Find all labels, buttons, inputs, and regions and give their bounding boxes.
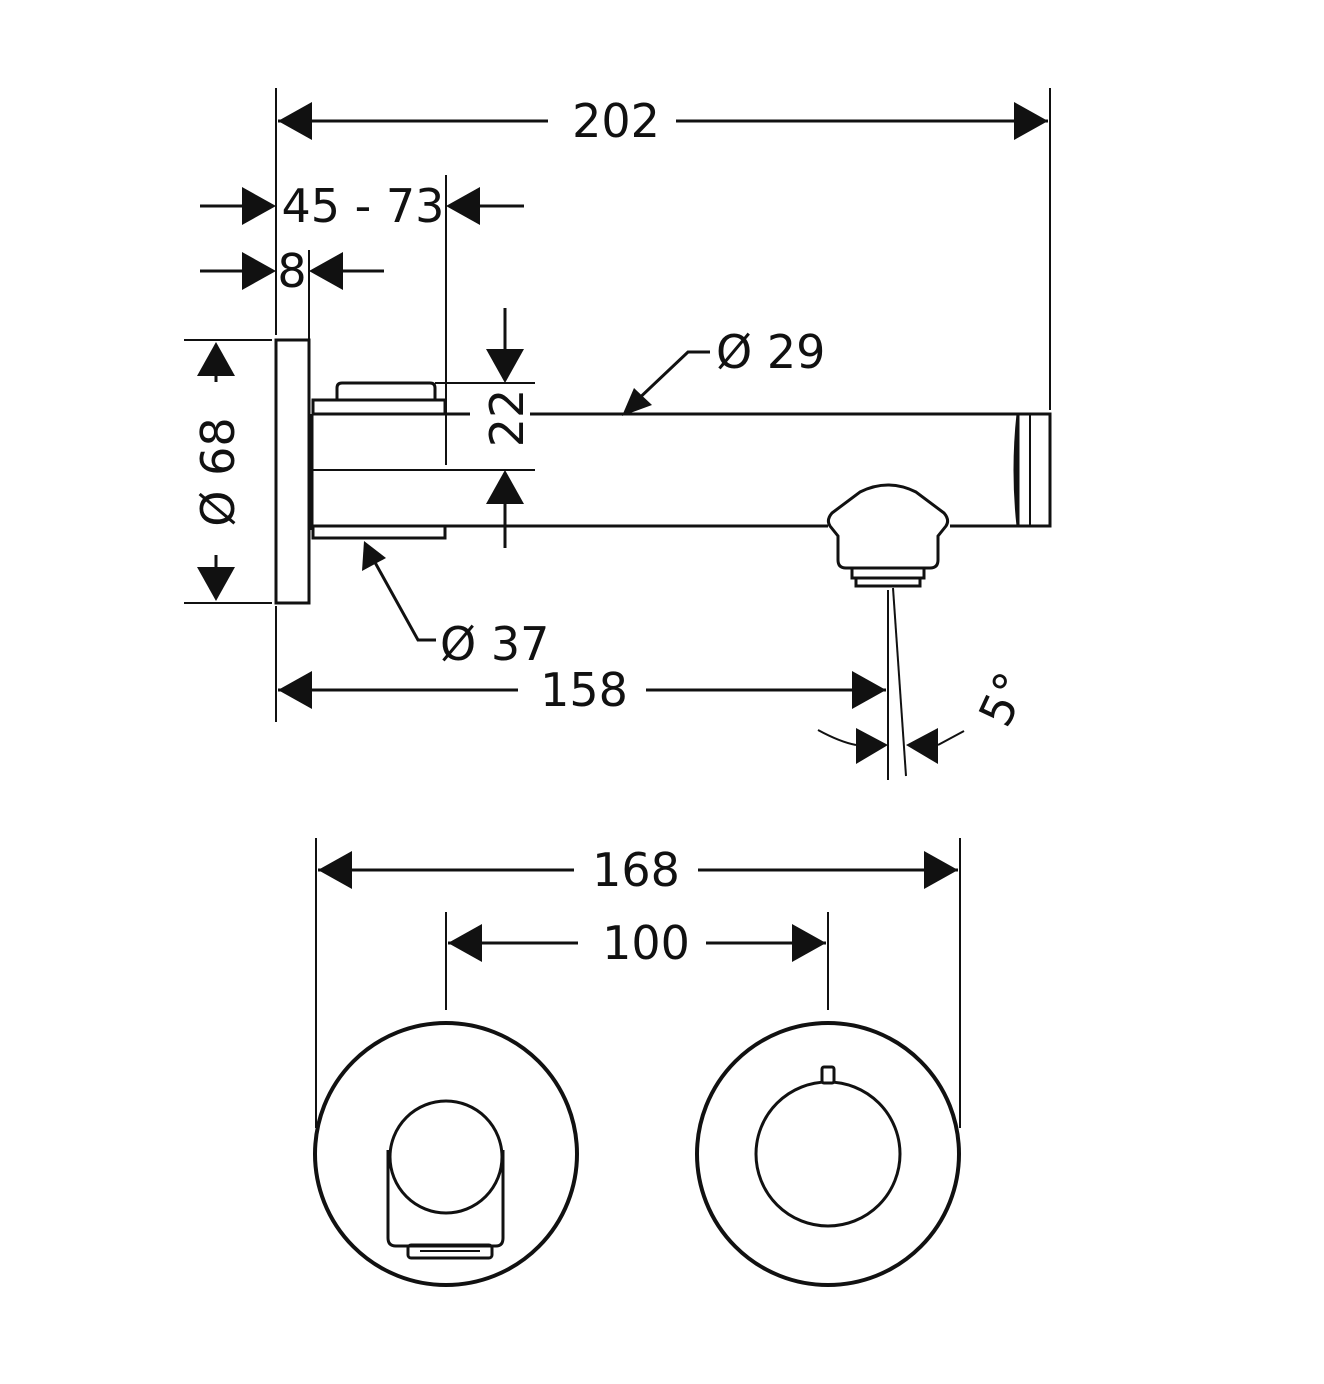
dimension-202: 202 <box>275 88 1051 410</box>
aerator <box>826 483 950 588</box>
dimension-158: 158 <box>275 590 889 780</box>
dimension-label-45-73: 45 - 73 <box>282 179 445 233</box>
spout-pipe <box>312 412 1052 528</box>
dimension-label-168: 168 <box>592 843 680 897</box>
dimension-label-202: 202 <box>572 94 660 148</box>
dimension-45-73: 45 - 73 <box>200 175 524 465</box>
dimension-label-d68: Ø 68 <box>191 417 245 526</box>
dimension-label-d29: Ø 29 <box>716 325 825 379</box>
handle-indicator <box>820 1065 836 1085</box>
dimension-8: 8 <box>200 244 384 340</box>
dimension-d68: Ø 68 <box>184 339 272 604</box>
dimension-d29: Ø 29 <box>622 325 825 416</box>
dimension-100: 100 <box>445 912 829 1010</box>
dimension-label-5deg: 5° <box>968 664 1039 734</box>
dimension-label-158: 158 <box>540 663 628 717</box>
handle-knob <box>754 1080 902 1228</box>
dimension-label-8: 8 <box>277 244 306 298</box>
side-view: 202 45 - 73 8 Ø 68 <box>184 88 1052 780</box>
dimension-22: 22 <box>435 308 535 548</box>
dimension-d37: Ø 37 <box>362 541 549 671</box>
spout-rosette <box>313 1021 579 1287</box>
dimension-168: 168 <box>315 838 961 1128</box>
front-view: 168 100 <box>313 838 961 1287</box>
wall-plate <box>274 338 311 605</box>
dimension-label-d37: Ø 37 <box>440 617 549 671</box>
dimension-label-22: 22 <box>480 389 534 448</box>
dimension-5deg: 5° <box>817 587 1039 777</box>
handle-rosette <box>695 1021 961 1287</box>
dimension-label-100: 100 <box>602 916 690 970</box>
